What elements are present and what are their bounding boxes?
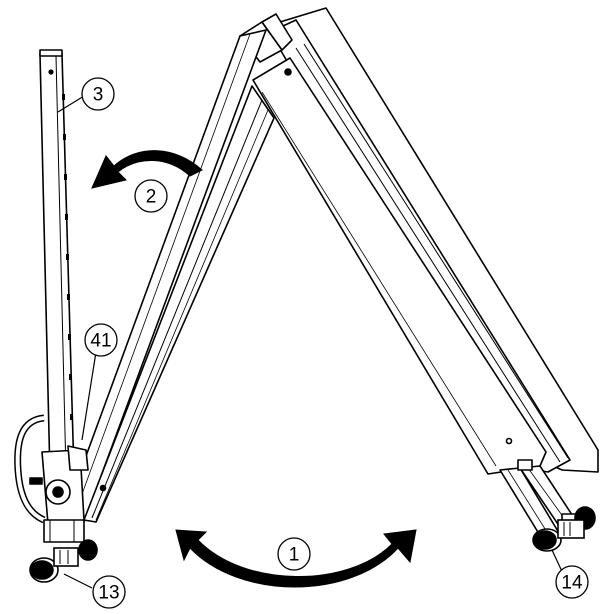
callout-13-label: 13: [98, 583, 119, 604]
callout-41: 41: [84, 323, 118, 357]
callout-3-label: 3: [93, 85, 104, 106]
rotation-arrow-1: [175, 529, 417, 588]
left-wheel: [29, 539, 98, 583]
callout-14-label: 14: [561, 573, 583, 594]
callout-1: 1: [277, 537, 311, 571]
vertical-post: [39, 49, 75, 477]
callout-2: 2: [134, 179, 168, 213]
diagonal-leg-frame: [63, 29, 275, 523]
callout-1-label: 1: [289, 545, 300, 566]
rotation-arrow-2: [91, 150, 203, 189]
hinge-bracket: [14, 414, 89, 543]
folded-board-panel: [239, 7, 599, 475]
callout-3: 3: [81, 77, 115, 111]
callout-41-label: 41: [90, 331, 111, 352]
callout-14: 14: [555, 565, 589, 599]
right-wheel: [532, 506, 596, 552]
callout-2-label: 2: [146, 187, 157, 208]
callout-13: 13: [92, 575, 126, 609]
